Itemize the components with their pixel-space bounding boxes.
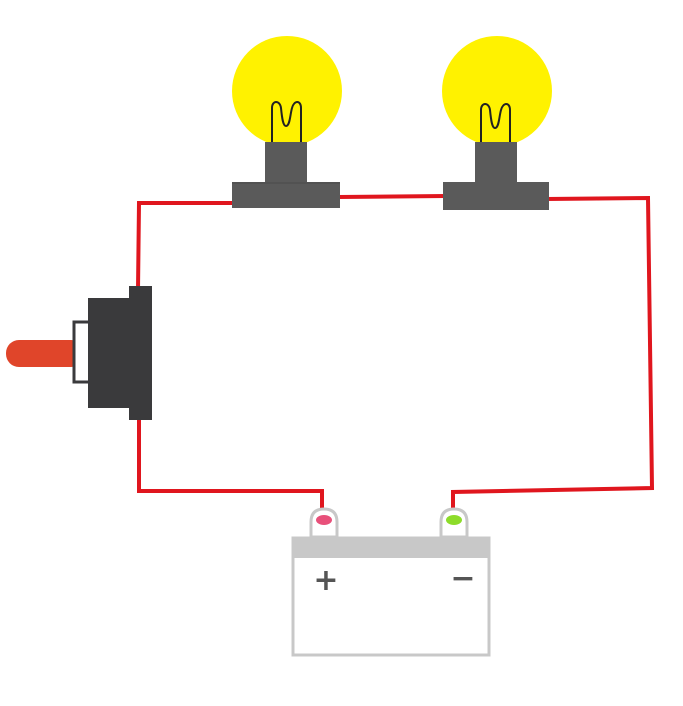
battery-positive-terminal-cap: [316, 515, 332, 525]
switch-lever: [6, 340, 84, 367]
bulb-1-filament-icon: [271, 101, 302, 143]
wire-bulb-2-to-right-side: [451, 195, 655, 512]
battery-icon: + −: [291, 507, 491, 657]
bulb-2-filament-icon: [480, 103, 511, 143]
switch-body: [88, 298, 134, 408]
battery-negative-terminal-cap: [446, 515, 462, 525]
switch-lever-collar: [72, 320, 92, 384]
bulb-2-glass: [442, 36, 552, 146]
bulb-1-glass: [232, 36, 342, 146]
bulb-1-base-foot: [232, 182, 340, 208]
toggle-switch-icon: [6, 286, 152, 420]
switch-mount: [129, 286, 152, 420]
bulb-1-base-neck: [265, 142, 307, 184]
circuit-wires: [136, 194, 655, 512]
wire-switch-to-bulb-1: [136, 201, 238, 291]
light-bulb-2: [442, 36, 552, 210]
bulb-2-base-foot: [443, 182, 549, 210]
wire-bulb-1-to-bulb-2: [337, 194, 447, 199]
battery-positive-label: +: [313, 563, 338, 598]
battery-top-band: [293, 538, 489, 558]
wire-switch-to-battery-positive: [137, 420, 324, 512]
bulb-2-base-neck: [475, 142, 517, 182]
battery-negative-label: −: [450, 561, 475, 596]
light-bulb-1: [232, 36, 342, 208]
